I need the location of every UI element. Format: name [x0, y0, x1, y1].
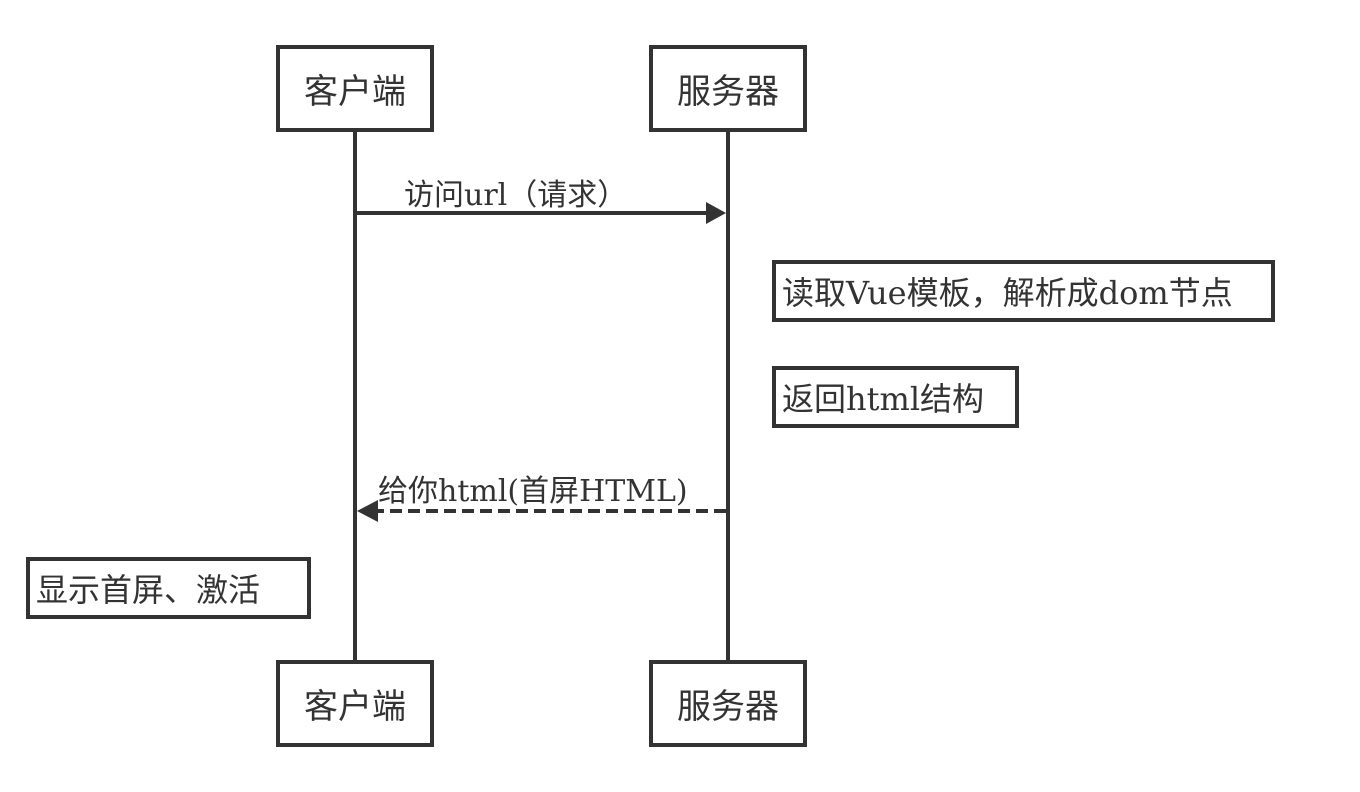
server-actor-top: 服务器 — [649, 45, 807, 132]
note-show-first-screen-label: 显示首屏、激活 — [36, 571, 261, 609]
response-arrowhead — [357, 500, 378, 522]
note-return-html: 返回html结构 — [772, 366, 1019, 428]
request-arrowhead — [706, 202, 726, 224]
client-actor-label: 客户端 — [304, 72, 406, 112]
server-actor-bottom: 服务器 — [649, 660, 807, 747]
client-actor-label: 客户端 — [304, 687, 406, 727]
note-parse-template-label: 读取Vue模板，解析成dom节点 — [782, 274, 1233, 312]
server-actor-label: 服务器 — [677, 72, 779, 112]
request-message-label: 访问url（请求） — [404, 178, 628, 213]
note-return-html-label: 返回html结构 — [782, 380, 985, 418]
note-show-first-screen: 显示首屏、激活 — [26, 557, 311, 619]
client-actor-bottom: 客户端 — [276, 660, 434, 747]
server-actor-label: 服务器 — [677, 687, 779, 727]
client-actor-top: 客户端 — [276, 45, 434, 132]
note-parse-template: 读取Vue模板，解析成dom节点 — [772, 260, 1275, 322]
response-message-label: 给你html(首屏HTML) — [378, 474, 688, 509]
